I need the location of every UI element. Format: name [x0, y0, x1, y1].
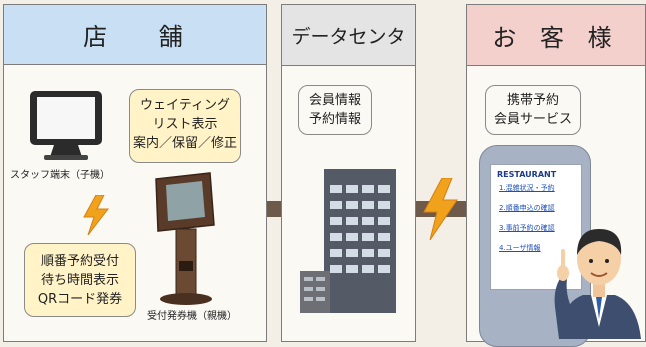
kiosk-icon [155, 172, 215, 305]
dc-line2: 予約情報 [308, 112, 361, 127]
businessman-icon [554, 229, 641, 339]
customer-panel: お 客 様 携帯予約 会員サービス RESTAURANT 1.混雑状況・予約 2.… [466, 4, 646, 347]
phone-header: RESTAURANT [497, 170, 557, 179]
office-building-icon [300, 169, 396, 313]
store-title: 店 舗 [4, 5, 266, 65]
mobile-phone: RESTAURANT 1.混雑状況・予約 2.順番申込の確認 3.事前予約の確認 4.… [479, 145, 591, 347]
order-line3: QRコード発券 [37, 292, 123, 307]
waiting-line2: リスト表示 [152, 117, 218, 132]
monitor-icon [30, 91, 102, 160]
phone-menu-item[interactable]: 4.ユーザ情報 [499, 244, 541, 252]
order-line2: 待ち時間表示 [40, 273, 119, 288]
cust-line1: 携帯予約 [506, 93, 559, 108]
customer-bubble: 携帯予約 会員サービス [485, 85, 581, 135]
waiting-list-bubble: ウェイティング リスト表示 案内／保留／修正 [129, 89, 241, 163]
staff-terminal-label: スタッフ端末（子機） [10, 170, 110, 181]
datacenter-panel: データセンタ 会員情報 予約情報 [281, 4, 416, 342]
phone-menu: 1.混雑状況・予約 2.順番申込の確認 3.事前予約の確認 4.ユーザ情報 [491, 179, 581, 253]
datacenter-bubble: 会員情報 予約情報 [298, 85, 372, 135]
waiting-line1: ウェイティング [140, 98, 230, 113]
cust-line2: 会員サービス [493, 112, 572, 127]
phone-menu-item[interactable]: 3.事前予約の確認 [499, 224, 555, 232]
lightning-icon [83, 195, 110, 235]
order-reservation-bubble: 順番予約受付 待ち時間表示 QRコード発券 [24, 243, 136, 317]
connector-store-dc [265, 201, 281, 217]
lightning-icon [423, 178, 458, 240]
order-line1: 順番予約受付 [40, 254, 119, 269]
customer-title: お 客 様 [467, 5, 645, 66]
phone-menu-item[interactable]: 2.順番申込の確認 [499, 204, 555, 212]
phone-menu-item[interactable]: 1.混雑状況・予約 [499, 184, 555, 192]
store-panel: 店 舗 スタッフ端末（子機） ウェイティング リスト表示 案内／保留／修正 受付… [3, 4, 267, 342]
waiting-line3: 案内／保留／修正 [132, 136, 237, 151]
datacenter-title: データセンタ [282, 5, 415, 66]
dc-line1: 会員情報 [308, 93, 361, 108]
kiosk-label: 受付発券機（親機） [147, 311, 237, 322]
